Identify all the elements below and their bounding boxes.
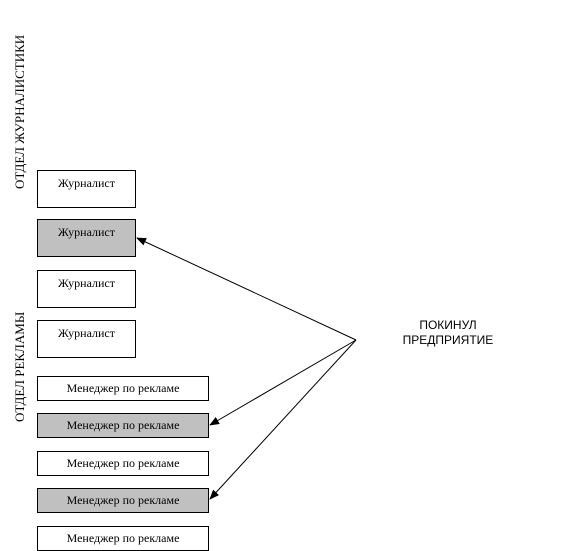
left-annotation-line-2: ПРЕДПРИЯТИЕ (402, 333, 494, 347)
journalist-box-3: Журналист (37, 270, 136, 308)
dept-advertising-label: ОТДЕЛ РЕКЛАМЫ (12, 311, 27, 422)
dept-journalism-label: ОТДЕЛ ЖУРНАЛИСТИКИ (12, 34, 27, 189)
ad-manager-box-3: Менеджер по рекламе (37, 451, 209, 476)
journalist-box-4: Журналист (37, 320, 136, 358)
journalist-box-2-left: Журналист (37, 219, 136, 257)
left-annotation-label: ПОКИНУЛ ПРЕДПРИЯТИЕ (386, 318, 510, 348)
arrow-to-ad-manager-2 (209, 339, 357, 426)
arrow-to-journalist (136, 237, 357, 341)
ad-manager-box-1: Менеджер по рекламе (37, 376, 209, 401)
ad-manager-box-2-left: Менеджер по рекламе (37, 413, 209, 438)
arrow-to-ad-manager-4 (209, 339, 357, 500)
journalist-box-1: Журналист (37, 170, 136, 208)
ad-manager-box-5: Менеджер по рекламе (37, 526, 209, 551)
ad-manager-box-4-left: Менеджер по рекламе (37, 488, 209, 513)
left-annotation-line-1: ПОКИНУЛ (419, 318, 477, 332)
